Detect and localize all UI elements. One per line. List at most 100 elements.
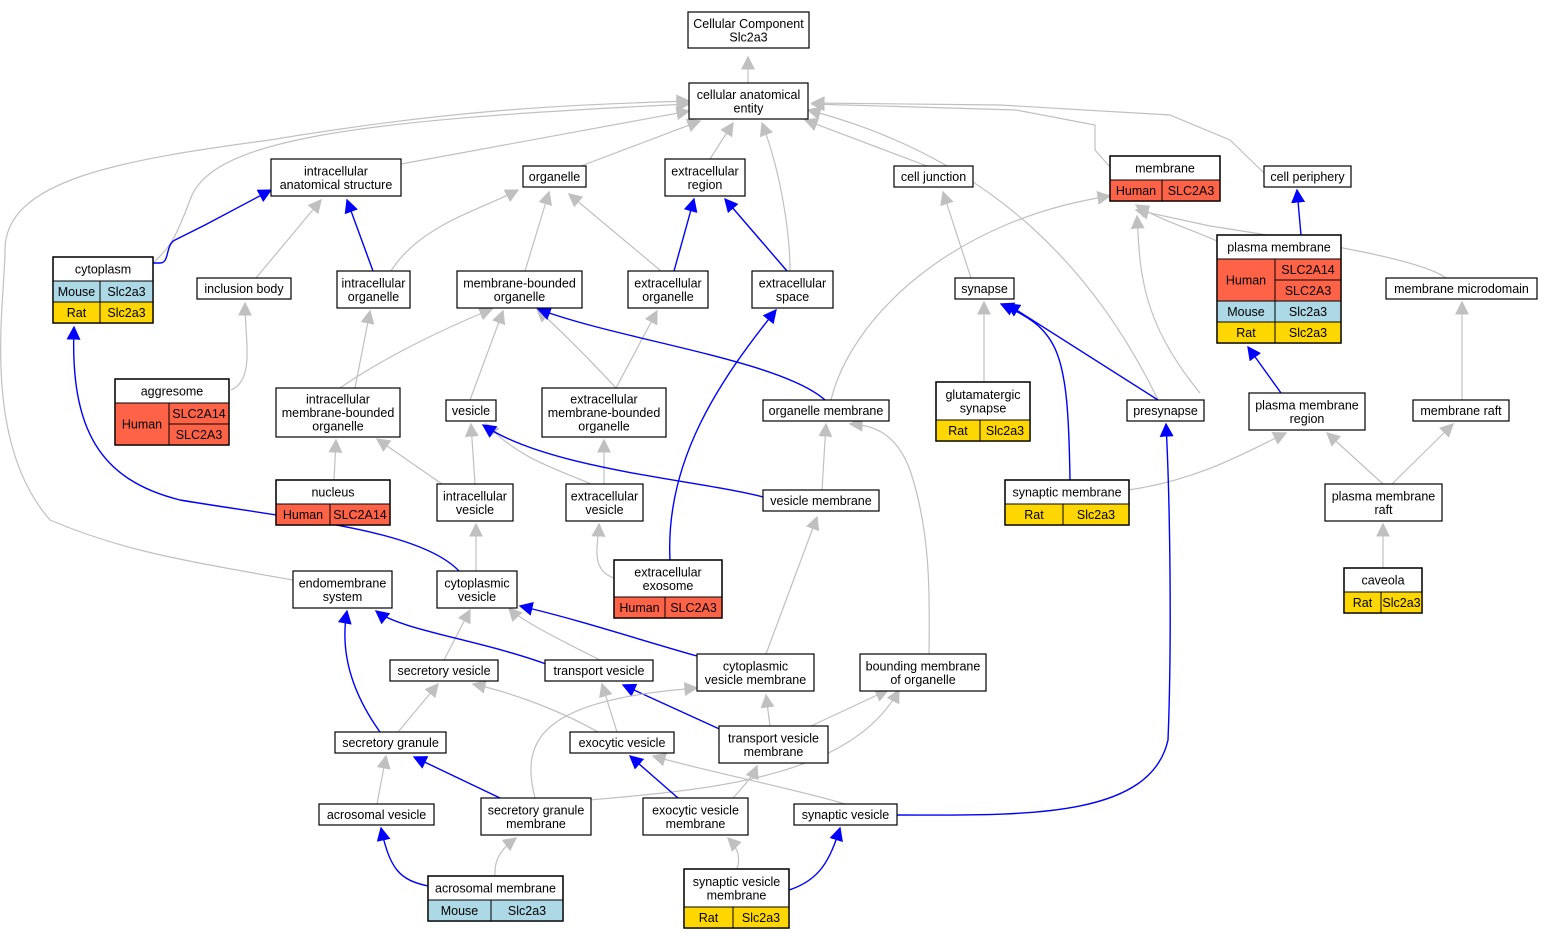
node-box	[196, 277, 292, 300]
node-inclusionbody[interactable]: inclusion body	[196, 277, 292, 300]
node-transvesicle[interactable]: transport vesicle	[544, 659, 654, 682]
node-label: organelle	[529, 170, 580, 184]
gene-label: Slc2a3	[1289, 326, 1327, 340]
node-label: exosome	[643, 579, 694, 593]
node-box	[436, 483, 514, 522]
edge	[524, 190, 553, 272]
node-label: transport vesicle	[728, 731, 819, 745]
node-vesmem[interactable]: vesicle membrane	[762, 489, 880, 512]
node-border	[1216, 234, 1342, 344]
node-secvesicle[interactable]: secretory vesicle	[389, 659, 499, 682]
node-box	[762, 399, 890, 422]
node-label: cell periphery	[1270, 170, 1345, 184]
node-celljunction[interactable]: cell junction	[893, 165, 974, 188]
node-box	[522, 165, 587, 188]
node-label: secretory vesicle	[397, 664, 490, 678]
edge	[339, 307, 494, 389]
node-box	[334, 731, 447, 754]
edge	[1325, 432, 1384, 485]
edge	[1134, 205, 1447, 279]
node-box	[541, 387, 667, 438]
edge	[1127, 432, 1288, 491]
node-box	[642, 797, 749, 836]
node-acrovesicle[interactable]: acrosomal vesicle	[318, 803, 435, 826]
node-synapse[interactable]: synapse	[954, 277, 1015, 300]
edge	[651, 752, 846, 805]
node-cellperiphery[interactable]: cell periphery	[1263, 165, 1352, 188]
node-box	[270, 158, 402, 197]
node-box	[688, 82, 809, 120]
node-border	[935, 381, 1031, 442]
node-label: membrane microdomain	[1394, 282, 1529, 296]
node-mmd[interactable]: membrane microdomain	[1385, 277, 1538, 300]
node-memraft[interactable]: membrane raft	[1412, 399, 1510, 422]
node-exovesicle[interactable]: exocytic vesicle	[569, 731, 675, 754]
node-label: cytoplasm	[75, 263, 131, 277]
species-label: Rat	[948, 424, 968, 438]
node-label: bounding membrane	[866, 659, 981, 673]
node-label: membrane-bounded	[548, 406, 661, 420]
edge	[397, 682, 439, 733]
node-label: intracellular	[304, 164, 368, 178]
node-border	[1004, 479, 1130, 526]
edge	[376, 826, 429, 887]
node-box	[954, 277, 1015, 300]
species-label: Mouse	[58, 285, 96, 299]
node-label: cellular anatomical	[697, 88, 801, 102]
edge	[727, 837, 742, 870]
edge	[464, 422, 479, 485]
node-label: secretory granule	[488, 803, 585, 817]
edge	[709, 121, 734, 160]
gene-label: Slc2a3	[1289, 305, 1327, 319]
node-presynapse[interactable]: presynapse	[1126, 399, 1205, 422]
node-label: plasma membrane	[1332, 489, 1436, 503]
node-vesicle[interactable]: vesicle	[445, 399, 497, 422]
node-secgranule[interactable]: secretory granule	[334, 731, 447, 754]
node-label: vesicle	[456, 503, 494, 517]
node-synvesicle[interactable]: synaptic vesicle	[793, 803, 898, 826]
node-orgmem[interactable]: organelle membrane	[762, 399, 890, 422]
node-label: endomembrane	[299, 576, 387, 590]
edge	[0, 94, 691, 581]
node-organelle[interactable]: organelle	[522, 165, 587, 188]
node-label: cytoplasmic	[723, 659, 788, 673]
node-box	[480, 797, 592, 836]
gene-label: Slc2a3	[1077, 508, 1115, 522]
edge	[1291, 188, 1306, 236]
species-label: Rat	[1236, 326, 1256, 340]
node-label: region	[688, 178, 723, 192]
node-label: membrane-bounded	[463, 276, 576, 290]
